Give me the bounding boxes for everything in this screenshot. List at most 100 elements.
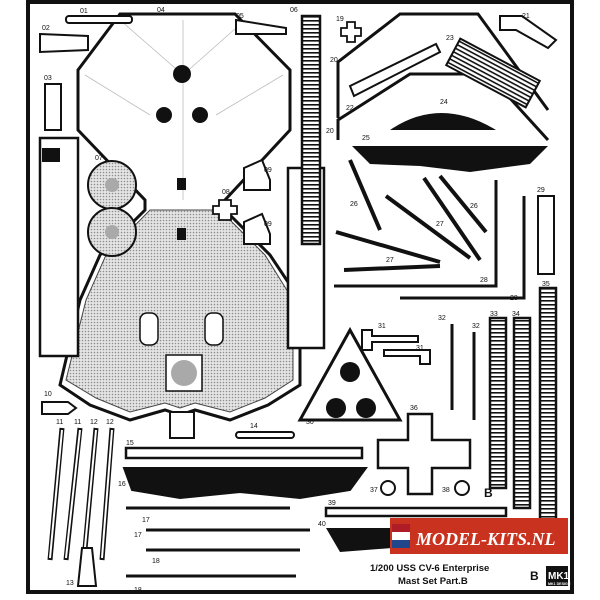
part-19 — [340, 21, 362, 43]
part-01 — [65, 15, 133, 24]
part-32-rods — [450, 324, 476, 420]
part-08 — [212, 199, 238, 221]
part-number: 03 — [44, 75, 52, 82]
part-number: 20 — [330, 57, 338, 64]
part-40 — [326, 528, 400, 552]
part-number: 13 — [66, 580, 74, 587]
part-number: 11 — [74, 419, 81, 426]
part-number: 33 — [490, 311, 498, 318]
part-number: 27 — [386, 257, 394, 264]
part-30-hole — [340, 362, 360, 382]
part-number: 35 — [542, 281, 550, 288]
part-number: 12 — [106, 419, 114, 426]
brand-logo: MK1 MK1 DESIGN — [546, 566, 571, 586]
part-number: 04 — [157, 7, 165, 14]
part-24 — [390, 113, 496, 130]
part-26-27-braces — [335, 159, 488, 272]
part-number: 34 — [512, 311, 520, 318]
part-number: 05 — [236, 13, 244, 20]
deck-hole — [192, 107, 208, 123]
deck-hole — [156, 107, 172, 123]
part-number: 25 — [362, 135, 370, 142]
part-37 — [380, 480, 396, 496]
part-number: 38 — [442, 487, 450, 494]
part-number: 01 — [80, 8, 88, 15]
part-07-discs — [87, 160, 137, 257]
deck-disc — [171, 360, 197, 386]
part-number: 29 — [537, 187, 545, 194]
part-29 — [537, 195, 555, 275]
part-number: 23 — [446, 35, 454, 42]
watermark-text: MODEL-KITS.NL — [415, 529, 556, 549]
part-22 — [348, 42, 442, 98]
part-14 — [235, 431, 295, 439]
deck-tab — [169, 411, 195, 439]
part-number: 09 — [264, 167, 272, 174]
part-number: 40 — [318, 521, 326, 528]
part-number: 39 — [328, 500, 336, 507]
part-number: 17 — [134, 532, 142, 539]
part-number: 18 — [134, 587, 142, 594]
part-number: 10 — [44, 391, 52, 398]
part-number: 20 — [326, 128, 334, 135]
part-39 — [324, 506, 508, 518]
part-02 — [39, 32, 89, 54]
part-23 — [444, 37, 542, 109]
watermark-banner: MODEL-KITS.NL — [390, 518, 568, 554]
part-06 — [300, 14, 322, 246]
part-number: 22 — [346, 105, 354, 112]
part-36 — [376, 412, 472, 496]
part-number: 21 — [522, 13, 530, 20]
part-09-bottom — [243, 212, 271, 245]
part-number: 30 — [306, 419, 314, 426]
upper-deck-detail — [84, 19, 284, 200]
deck-window — [204, 312, 224, 346]
part-number: 36 — [410, 405, 418, 412]
part-number: 32 — [472, 323, 480, 330]
part-number: 16 — [118, 481, 126, 488]
side-panel-left — [38, 136, 80, 358]
part-number: 24 — [440, 99, 448, 106]
fret-frame — [26, 0, 574, 594]
part-05 — [235, 18, 287, 35]
part-number: 02 — [42, 25, 50, 32]
svg-text:MK1 DESIGN: MK1 DESIGN — [548, 582, 571, 586]
part-number: 08 — [222, 189, 230, 196]
deck-slot — [177, 228, 186, 240]
part-13 — [76, 547, 98, 587]
part-17-18-rods — [126, 506, 310, 578]
part-number: 14 — [250, 423, 258, 430]
part-34-ladder — [512, 316, 532, 510]
side-panel-left-tab — [42, 148, 60, 162]
part-number: 06 — [290, 7, 298, 14]
part-30-hole — [356, 398, 376, 418]
part-28-posts — [334, 180, 526, 300]
part-15 — [124, 446, 364, 460]
part-09-top — [243, 158, 271, 191]
part-number: 27 — [436, 221, 444, 228]
part-number: 32 — [438, 315, 446, 322]
part-38 — [454, 480, 470, 496]
part-number: 28 — [480, 277, 488, 284]
part-16 — [122, 467, 368, 500]
part-21 — [499, 15, 558, 50]
part-31-bottom — [383, 349, 431, 365]
part-number: 12 — [90, 419, 98, 426]
part-number: 28 — [510, 295, 518, 302]
deck-window — [139, 312, 159, 346]
part-35-ladder — [538, 286, 558, 522]
part-number: 09 — [264, 221, 272, 228]
svg-text:MK1: MK1 — [548, 571, 570, 582]
sheet-letter: B — [530, 569, 539, 583]
part-number: 11 — [56, 419, 63, 426]
part-number: 19 — [336, 16, 344, 23]
part-number: 26 — [350, 201, 358, 208]
caption-line-2: Mast Set Part.B — [398, 576, 468, 587]
caption-line-1: 1/200 USS CV-6 Enterprise — [370, 563, 489, 574]
part-number: 31 — [416, 345, 424, 352]
deck-slot — [177, 178, 186, 190]
part-33-ladder — [488, 316, 508, 490]
sheet-letter: B — [484, 486, 493, 500]
part-31-top — [361, 329, 419, 351]
